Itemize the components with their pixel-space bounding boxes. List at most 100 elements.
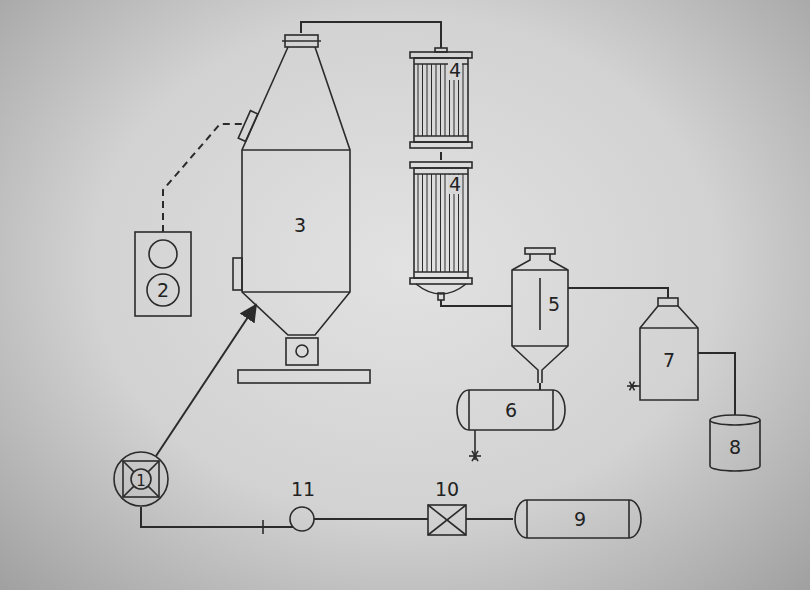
fan-casing (114, 452, 168, 506)
pipe-line (156, 305, 256, 456)
vessel-shell (640, 306, 698, 400)
tube-line (422, 64, 423, 136)
condenser-outline (408, 48, 474, 152)
pipe-line (163, 124, 243, 232)
callout-number: 8 (729, 438, 741, 457)
seam-line (468, 390, 470, 430)
pipe-line (440, 152, 442, 160)
dip-tube (539, 278, 541, 330)
container-wall (710, 420, 760, 471)
reactor-vessel: 3 (228, 33, 374, 385)
gauge-dial (147, 274, 179, 306)
tube-line (445, 64, 446, 136)
filter-cross (428, 505, 466, 535)
leg-opening (296, 345, 308, 357)
filter: 10 (424, 478, 470, 538)
flange (410, 142, 472, 148)
pump: 11 (284, 478, 320, 532)
pipe-line (301, 22, 441, 48)
pipe-line (441, 300, 512, 306)
seam-line (640, 327, 698, 329)
control-panel: 2 (135, 232, 191, 316)
tank-shell (515, 500, 641, 538)
condenser-outline (408, 160, 474, 300)
pipe-line (466, 518, 513, 520)
callout-number: 6 (505, 401, 517, 420)
collector-tank: 6 (455, 388, 567, 432)
callout-number: 4 (448, 175, 462, 194)
fan-blade (148, 461, 159, 472)
seam-line (526, 500, 528, 538)
gauge-dial (149, 240, 177, 268)
panel-box (135, 232, 191, 316)
flange (410, 162, 472, 168)
callout-number: 11 (291, 480, 315, 499)
seam-line (242, 149, 350, 151)
fan-blade (123, 461, 134, 472)
flange (525, 248, 555, 254)
flange-line (282, 40, 321, 42)
seam-line (512, 345, 568, 347)
side-port (233, 258, 242, 290)
tube-line (436, 174, 437, 272)
seam-line (552, 390, 554, 430)
tube-line (418, 64, 419, 136)
tube-line (418, 174, 419, 272)
callout-number: 9 (574, 510, 586, 529)
fan-hub (131, 469, 151, 489)
sight-window (238, 111, 258, 142)
tube-line (427, 174, 428, 272)
fan-frame (123, 461, 159, 497)
receiver-vessel: 7 (636, 298, 702, 402)
pipe-line (141, 507, 293, 527)
seam-line (512, 269, 568, 271)
tube-line (440, 64, 441, 136)
tube-line (431, 64, 432, 136)
tube-line (436, 64, 437, 136)
condenser-shell (414, 58, 468, 142)
tube-line (427, 64, 428, 136)
pipe-line (568, 288, 668, 298)
seam-line (628, 500, 630, 538)
tube-line (463, 174, 464, 272)
condenser: 4 (408, 48, 474, 152)
pipe-line (698, 353, 735, 415)
tube-line (463, 64, 464, 136)
tube-line (440, 174, 441, 272)
flange (410, 52, 472, 58)
fan-blade (148, 486, 159, 497)
callout-number: 4 (448, 61, 462, 80)
tube-line (431, 174, 432, 272)
container: 8 (708, 414, 762, 472)
valve-symbol (472, 451, 478, 461)
callout-number: 7 (663, 351, 675, 370)
callout-number: 1 (136, 474, 146, 489)
vessel-shell (242, 47, 350, 335)
valve-symbol (472, 451, 478, 461)
control-panel-outline (135, 232, 191, 316)
tube-line (445, 174, 446, 272)
condenser-shell (414, 168, 468, 278)
callout-number: 5 (548, 295, 560, 314)
nozzle (438, 293, 444, 300)
separator: 5 (508, 248, 572, 383)
base-plate (238, 370, 370, 383)
condenser: 4 (408, 160, 474, 300)
separator-outline (508, 248, 572, 383)
neck (658, 298, 678, 306)
pump-casing (290, 507, 314, 531)
storage-tank: 9 (513, 498, 643, 540)
separator-shell (512, 254, 568, 383)
callout-number: 10 (435, 480, 459, 499)
flange (410, 278, 472, 284)
seam-line (242, 291, 350, 293)
tank-shell (457, 390, 565, 430)
filter-box (428, 505, 466, 535)
vessel-leg (286, 338, 318, 365)
callout-number: 2 (157, 281, 169, 300)
valve-symbol (630, 382, 635, 391)
callout-number: 3 (294, 216, 306, 235)
